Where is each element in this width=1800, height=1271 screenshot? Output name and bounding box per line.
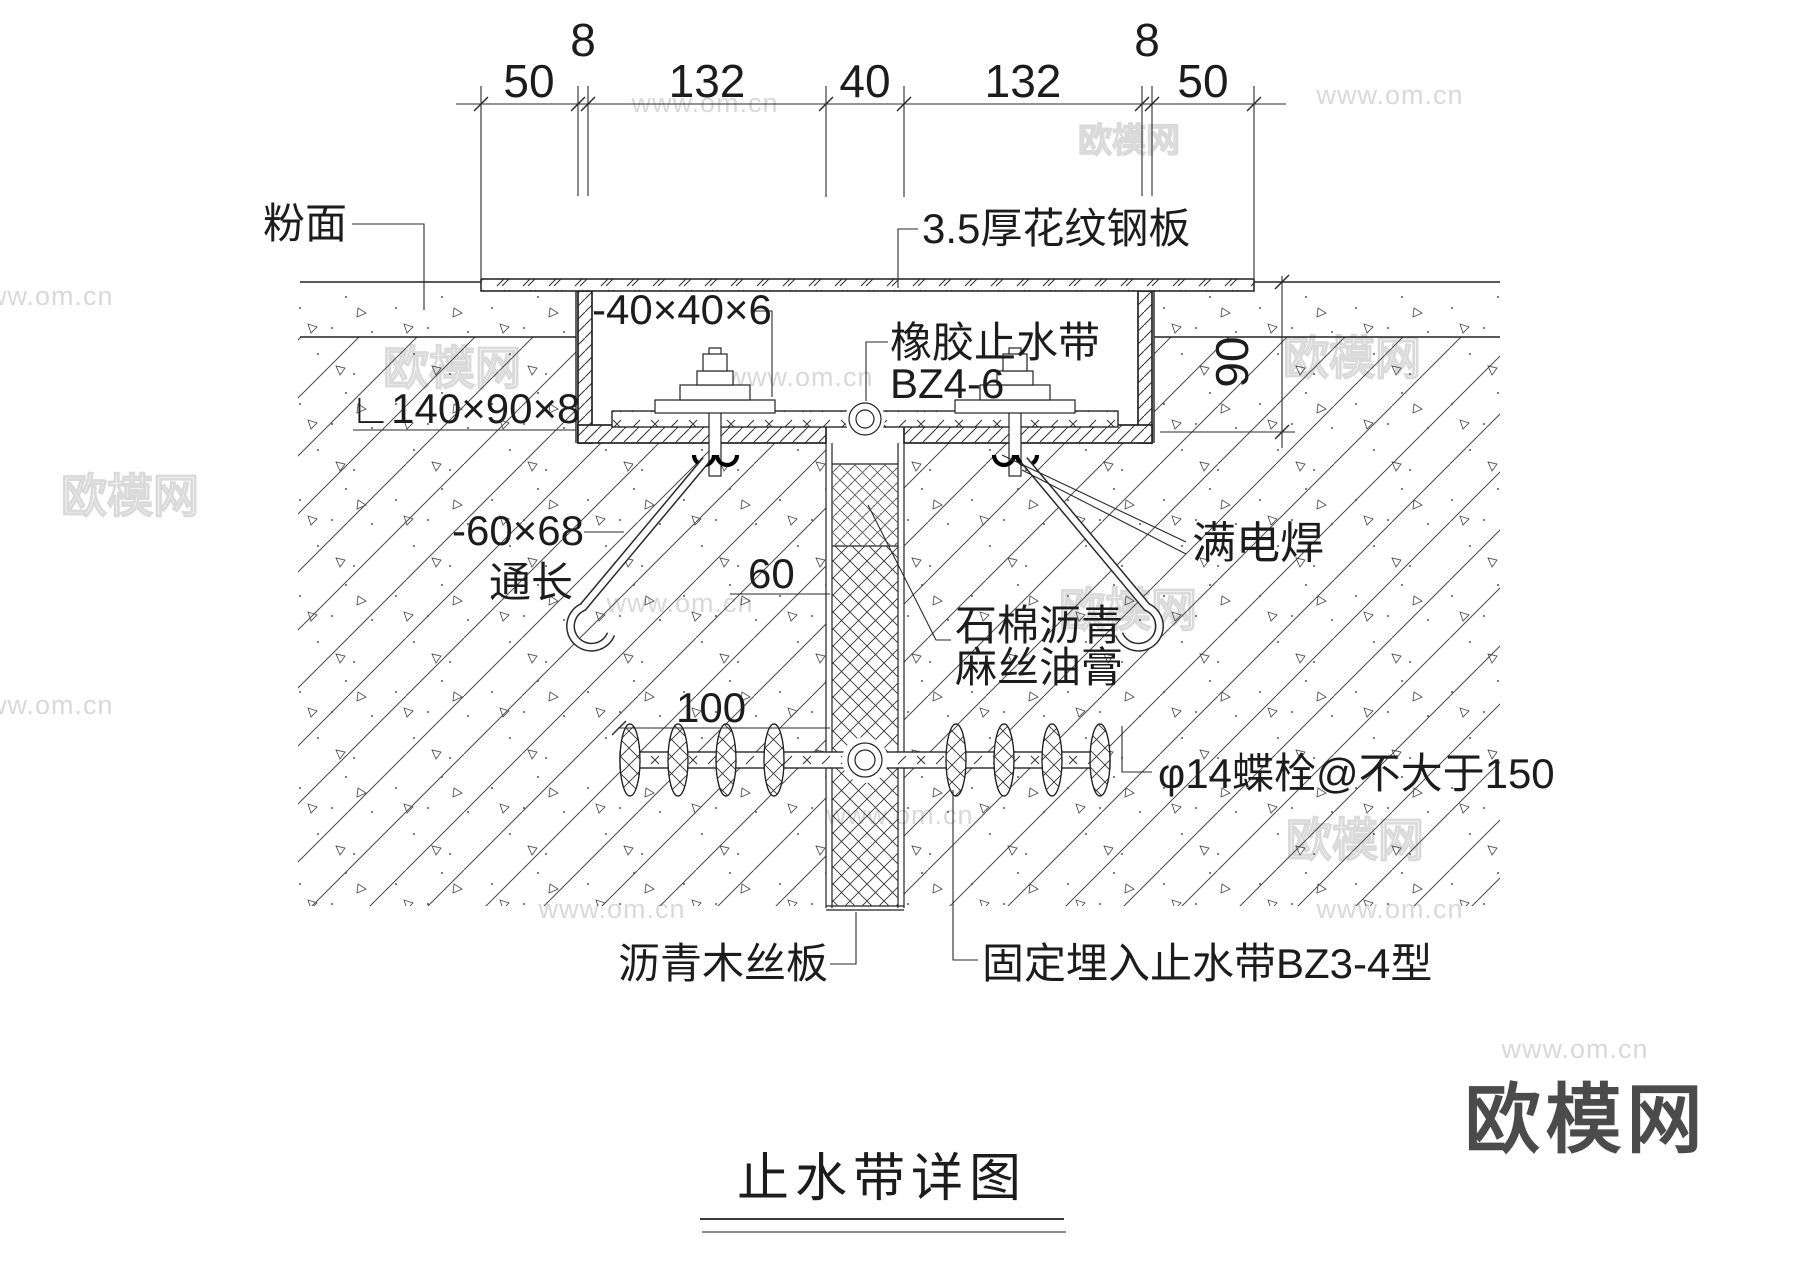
watermark-brand: 欧模网 [61, 470, 199, 522]
leader-cover-plate [897, 228, 918, 288]
label-plaster: 粉面 [263, 200, 347, 247]
watermark-site: www.om.cn [1500, 1034, 1648, 1064]
callout-labels: 粉面 3.5厚花纹钢板 橡胶止水带 BZ4-6 -40×40×6 ∟140×90… [263, 200, 1555, 987]
anchor-strap-left [566, 457, 710, 652]
dimension-ticks [473, 96, 1262, 112]
concrete-screed-right [1154, 282, 1500, 337]
oakum-fill [832, 464, 898, 546]
leader-lines [352, 223, 1187, 965]
dim-40: 40 [839, 55, 890, 107]
drawing-title: 止水带详图 [737, 1150, 1027, 1208]
leader-wood-board [830, 912, 857, 965]
waterstop-bulb-inner [854, 749, 876, 771]
label-rubber-waterstop-2: BZ4-6 [890, 360, 1004, 407]
site-logo: 欧模网 [1465, 1078, 1708, 1163]
dimension-chain-top [456, 86, 1286, 278]
watermark-site: www.om.cn [1315, 80, 1463, 110]
leader-rubber-waterstop [865, 341, 888, 401]
top-bulb-outer [848, 402, 882, 436]
concrete-screed-left [298, 282, 576, 337]
embedded-waterstop [619, 723, 1111, 797]
watermark-site: www.om.cn [0, 690, 114, 720]
leader-full-weld-1 [1001, 454, 1187, 543]
dim-132-right: 132 [985, 55, 1062, 107]
top-bulb-inner [855, 409, 875, 429]
label-flat-bar-40: -40×40×6 [592, 286, 772, 333]
bolt-assembly-right [954, 347, 1076, 477]
label-angle-140: ∟140×90×8 [350, 385, 580, 432]
dimension-values-top: 50 8 132 40 132 8 50 [503, 14, 1228, 107]
drawing-title-block: 止水带详图 [700, 1150, 1066, 1233]
label-oakum-1: 石棉沥青 [955, 602, 1123, 649]
dim-100: 100 [676, 684, 746, 731]
leader-butterfly-bolt [1121, 726, 1152, 773]
dim-8-right: 8 [1134, 14, 1160, 66]
cover-plate [480, 278, 1255, 292]
label-butterfly-bolt: φ14蝶栓@不大于150 [1158, 750, 1555, 797]
label-wood-board: 沥青木丝板 [618, 940, 828, 987]
dim-60: 60 [748, 550, 795, 597]
anchor-strap-right [1020, 457, 1164, 652]
watermark-site: www.om.cn [0, 281, 114, 311]
leader-embedded-waterstop [952, 790, 978, 961]
label-flat-bar-60-1: -60×68 [452, 507, 584, 554]
leader-oakum [867, 504, 951, 641]
leader-full-weld-2 [1021, 469, 1187, 555]
leader-plaster [352, 223, 425, 310]
label-oakum-2: 麻丝油膏 [955, 644, 1123, 691]
dimension-depth-right [1160, 274, 1295, 448]
steel-trough [577, 290, 1153, 444]
label-rubber-waterstop-1: 橡胶止水带 [890, 319, 1100, 366]
dim-90: 90 [1206, 336, 1258, 387]
label-embedded-waterstop: 固定埋入止水带BZ3-4型 [982, 940, 1432, 987]
label-flat-bar-60-2: 通长 [489, 559, 573, 606]
bolt-assembly-left [654, 347, 776, 477]
rubber-waterstop-top [611, 399, 1119, 439]
label-cover-plate: 3.5厚花纹钢板 [922, 205, 1190, 252]
watermark-brand: 欧模网 [1078, 122, 1180, 160]
expansion-joint-column [825, 443, 905, 911]
leader-flat-bar-40 [752, 310, 773, 397]
waterstop-bulb-outer [847, 742, 883, 778]
dim-8-left: 8 [570, 14, 596, 66]
dim-50-left: 50 [503, 55, 554, 107]
concrete-edges [300, 281, 1500, 443]
site-logo-block: www.om.cn 欧模网 [1465, 1034, 1708, 1163]
wood-board-fill [832, 546, 898, 906]
dimension-gap [611, 593, 830, 736]
label-full-weld: 满电焊 [1192, 519, 1324, 568]
dim-50-right: 50 [1177, 55, 1228, 107]
dim-132-left: 132 [669, 55, 746, 107]
watermark-site: www.om.cn [630, 88, 778, 118]
waterstop-ribs [619, 723, 1111, 797]
